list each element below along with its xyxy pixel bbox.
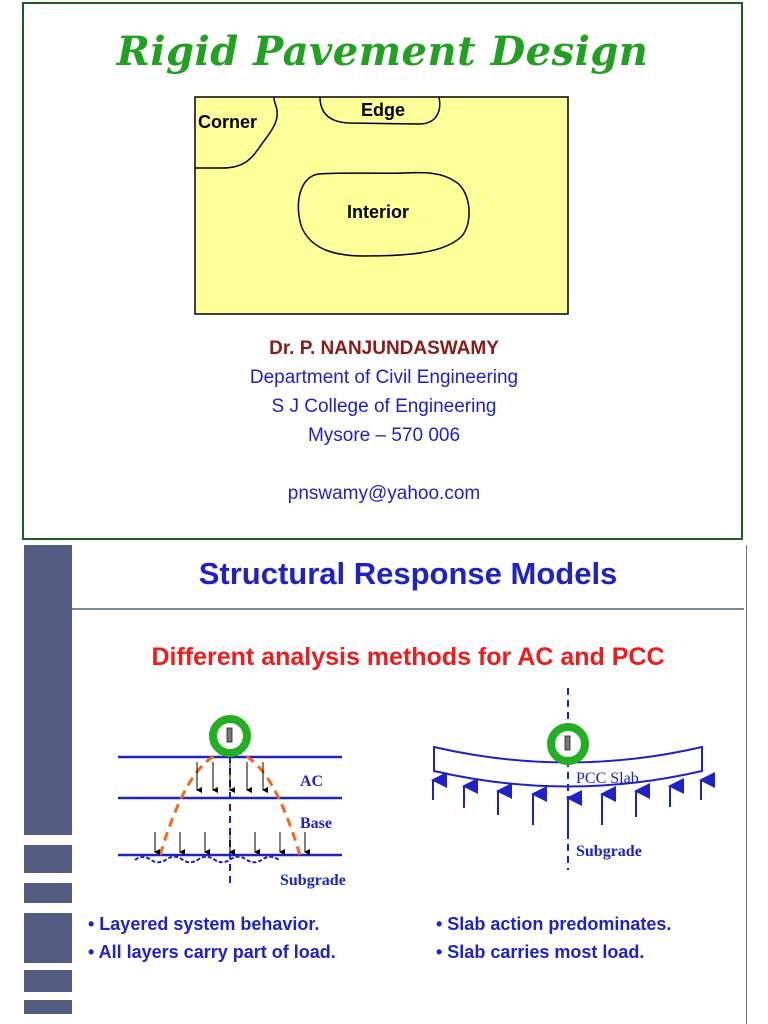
slab-rectangle bbox=[194, 96, 569, 315]
bullet-item: • Slab carries most load. bbox=[436, 942, 645, 962]
sidebar-block bbox=[24, 1000, 72, 1014]
corner-label: Corner bbox=[198, 112, 257, 132]
author-name: Dr. P. NANJUNDASWAMY bbox=[269, 338, 499, 359]
slab-bullets: • Slab action predominates. • Slab carri… bbox=[436, 910, 671, 966]
base-label: Base bbox=[300, 815, 332, 832]
slab-action-diagram: PCC Slab Subgrade bbox=[431, 688, 715, 870]
bullet-item: • All layers carry part of load. bbox=[88, 942, 336, 962]
sidebar-block bbox=[24, 913, 72, 963]
sidebar-block bbox=[24, 970, 72, 992]
interior-label: Interior bbox=[347, 202, 409, 222]
sidebar-block bbox=[24, 845, 72, 873]
subgrade-label-left: Subgrade bbox=[280, 872, 346, 889]
ac-label: AC bbox=[300, 773, 323, 790]
response-models-diagram: AC Base Subgrade PCC Slab Subgrade bbox=[118, 688, 715, 889]
slide-title: Rigid Pavement Design bbox=[116, 28, 649, 75]
slide-subtitle: Different analysis methods for AC and PC… bbox=[151, 643, 665, 671]
author-email[interactable]: pnswamy@yahoo.com bbox=[287, 483, 481, 504]
slide-heading: Structural Response Models bbox=[198, 556, 618, 591]
layered-bullets: • Layered system behavior. • All layers … bbox=[88, 910, 336, 966]
subgrade-texture bbox=[134, 855, 280, 864]
author-department: Department of Civil Engineering bbox=[249, 367, 519, 388]
heading-divider bbox=[72, 608, 744, 610]
pcc-slab-label: PCC Slab bbox=[576, 770, 639, 787]
edge-region-outline bbox=[319, 96, 441, 125]
author-city: Mysore – 570 006 bbox=[307, 425, 461, 446]
slab-regions-diagram: Corner Edge Interior bbox=[194, 96, 569, 315]
sidebar-block bbox=[24, 883, 72, 903]
subgrade-label-right: Subgrade bbox=[576, 843, 642, 860]
slide-sidebar bbox=[24, 545, 72, 1024]
bullet-item: • Slab action predominates. bbox=[436, 914, 672, 934]
sidebar-bar bbox=[24, 545, 72, 835]
layered-system-diagram: AC Base Subgrade bbox=[118, 715, 346, 889]
author-college: S J College of Engineering bbox=[271, 396, 497, 417]
edge-label: Edge bbox=[361, 100, 405, 120]
corner-region-outline bbox=[195, 96, 278, 169]
bullet-item: • Layered system behavior. bbox=[88, 914, 320, 934]
interior-region-outline bbox=[297, 171, 470, 257]
